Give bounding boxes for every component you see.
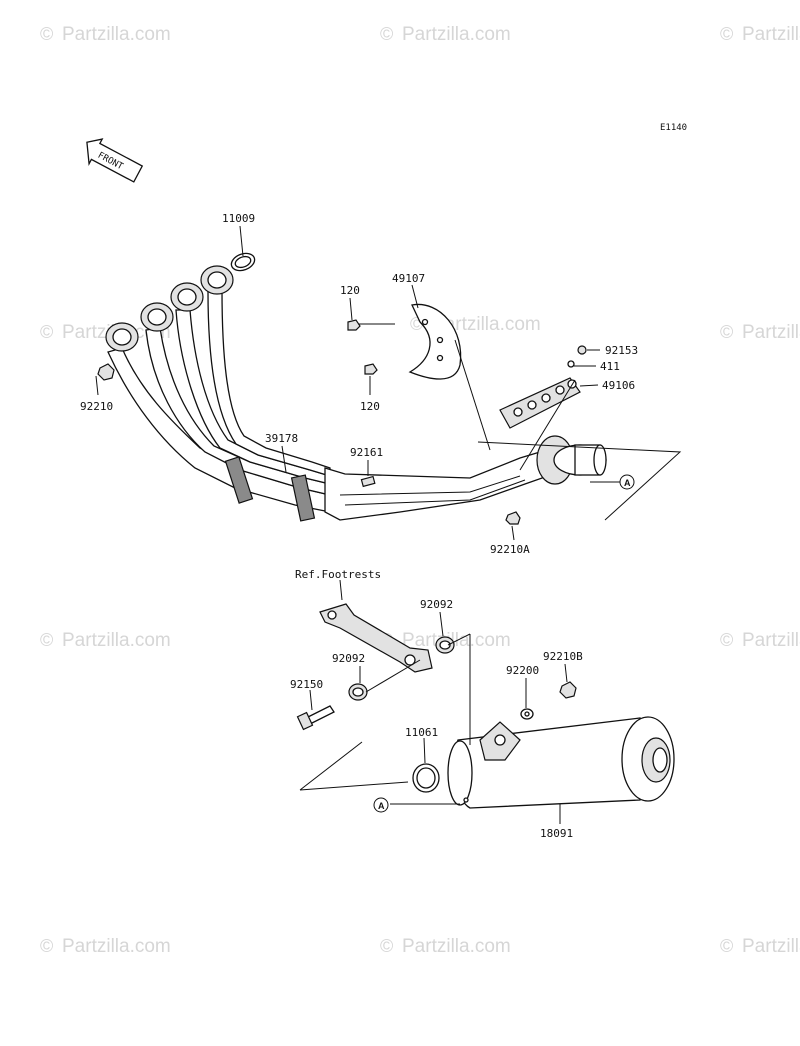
svg-text:Partzilla.com: Partzilla.com xyxy=(62,630,171,651)
callout-92210[interactable]: 92210 xyxy=(80,400,113,413)
callout-11009[interactable]: 11009 xyxy=(222,212,255,225)
part-callouts: 11009 49107 120 120 92153 411 49106 9221… xyxy=(80,212,638,840)
svg-text:©: © xyxy=(380,936,393,956)
svg-text:©: © xyxy=(380,24,393,44)
collector-end xyxy=(536,435,607,485)
svg-text:©: © xyxy=(40,936,53,956)
header-flange-2 xyxy=(140,302,174,332)
callout-92150[interactable]: 92150 xyxy=(290,678,323,691)
nut-92210 xyxy=(97,363,115,381)
callout-120-top[interactable]: 120 xyxy=(340,284,360,297)
callout-92092-mid[interactable]: 92092 xyxy=(332,652,365,665)
footrest-bracket xyxy=(319,603,433,673)
watermark-top-right: © Partzilla.com xyxy=(720,24,800,45)
callout-92210A[interactable]: 92210A xyxy=(490,543,530,556)
bolt-120-bottom xyxy=(364,363,378,375)
diagram-code: E1140 xyxy=(660,123,687,133)
svg-text:©: © xyxy=(720,936,733,956)
svg-text:Partzilla.com: Partzilla.com xyxy=(742,630,800,651)
header-flange-3 xyxy=(170,282,204,312)
bolt-92153 xyxy=(577,345,587,355)
callout-49106[interactable]: 49106 xyxy=(602,379,635,392)
lower-ref-wedge xyxy=(299,741,409,791)
exhaust-header-assembly xyxy=(105,265,607,522)
svg-text:Partzilla.com: Partzilla.com xyxy=(742,322,800,343)
callout-11061[interactable]: 11061 xyxy=(405,726,438,739)
leader-lines xyxy=(95,225,620,824)
watermark-bottom-right: © Partzilla.com xyxy=(720,936,800,957)
svg-text:Partzilla.com: Partzilla.com xyxy=(432,314,541,335)
svg-text:Partzilla.com: Partzilla.com xyxy=(402,24,511,45)
svg-text:A: A xyxy=(624,478,631,488)
svg-text:Partzilla.com: Partzilla.com xyxy=(402,936,511,957)
muffler-18091 xyxy=(447,716,675,809)
callout-92153[interactable]: 92153 xyxy=(605,344,638,357)
watermark-lower-right: © Partzilla.com xyxy=(720,630,800,651)
collar-92092-top xyxy=(435,636,455,654)
nut-92210B xyxy=(559,681,577,699)
clip-92161 xyxy=(360,475,376,488)
front-direction-arrow: FRONT xyxy=(86,138,144,183)
reference-mark-upper-a: A xyxy=(619,474,635,490)
heat-guard-49107 xyxy=(408,303,462,380)
header-flange-4 xyxy=(200,265,234,295)
svg-text:Partzilla.com: Partzilla.com xyxy=(742,936,800,957)
svg-text:©: © xyxy=(40,24,53,44)
callout-92210B[interactable]: 92210B xyxy=(543,650,583,663)
callout-ref-footrests[interactable]: Ref.Footrests xyxy=(295,568,381,581)
bracket-49106 xyxy=(499,377,581,429)
svg-text:Partzilla.com: Partzilla.com xyxy=(62,936,171,957)
watermark-top-center: © Partzilla.com xyxy=(380,24,511,45)
watermark-top-left: © Partzilla.com xyxy=(40,24,171,45)
callout-18091[interactable]: 18091 xyxy=(540,827,573,840)
washer-92200 xyxy=(520,708,534,720)
callout-39178[interactable]: 39178 xyxy=(265,432,298,445)
upper-ref-wedge xyxy=(477,441,682,521)
callout-92161[interactable]: 92161 xyxy=(350,446,383,459)
collar-92092-mid xyxy=(348,683,368,701)
callout-92200[interactable]: 92200 xyxy=(506,664,539,677)
callout-49107[interactable]: 49107 xyxy=(392,272,425,285)
gasket-11009 xyxy=(230,252,256,272)
bolt-120-top xyxy=(347,319,361,331)
callout-92092-top[interactable]: 92092 xyxy=(420,598,453,611)
callout-411[interactable]: 411 xyxy=(600,360,620,373)
watermark-bottom-left: © Partzilla.com xyxy=(40,936,171,957)
watermark-mid-right: © Partzilla.com xyxy=(720,322,800,343)
reference-mark-lower-a: A xyxy=(373,797,389,813)
watermark-lower-left: © Partzilla.com xyxy=(40,630,171,651)
bolt-92150 xyxy=(296,705,335,731)
nut-92210A xyxy=(505,511,521,525)
svg-text:Partzilla.com: Partzilla.com xyxy=(62,24,171,45)
svg-text:©: © xyxy=(40,322,53,342)
callout-120-bottom[interactable]: 120 xyxy=(360,400,380,413)
gasket-11061 xyxy=(412,763,440,793)
svg-text:Partzilla.com: Partzilla.com xyxy=(742,24,800,45)
svg-text:A: A xyxy=(378,801,385,811)
washer-411 xyxy=(567,360,575,368)
svg-text:©: © xyxy=(720,24,733,44)
header-flange-1 xyxy=(105,322,139,352)
svg-text:©: © xyxy=(720,322,733,342)
svg-text:©: © xyxy=(40,630,53,650)
watermark-bottom-center: © Partzilla.com xyxy=(380,936,511,957)
svg-text:©: © xyxy=(720,630,733,650)
